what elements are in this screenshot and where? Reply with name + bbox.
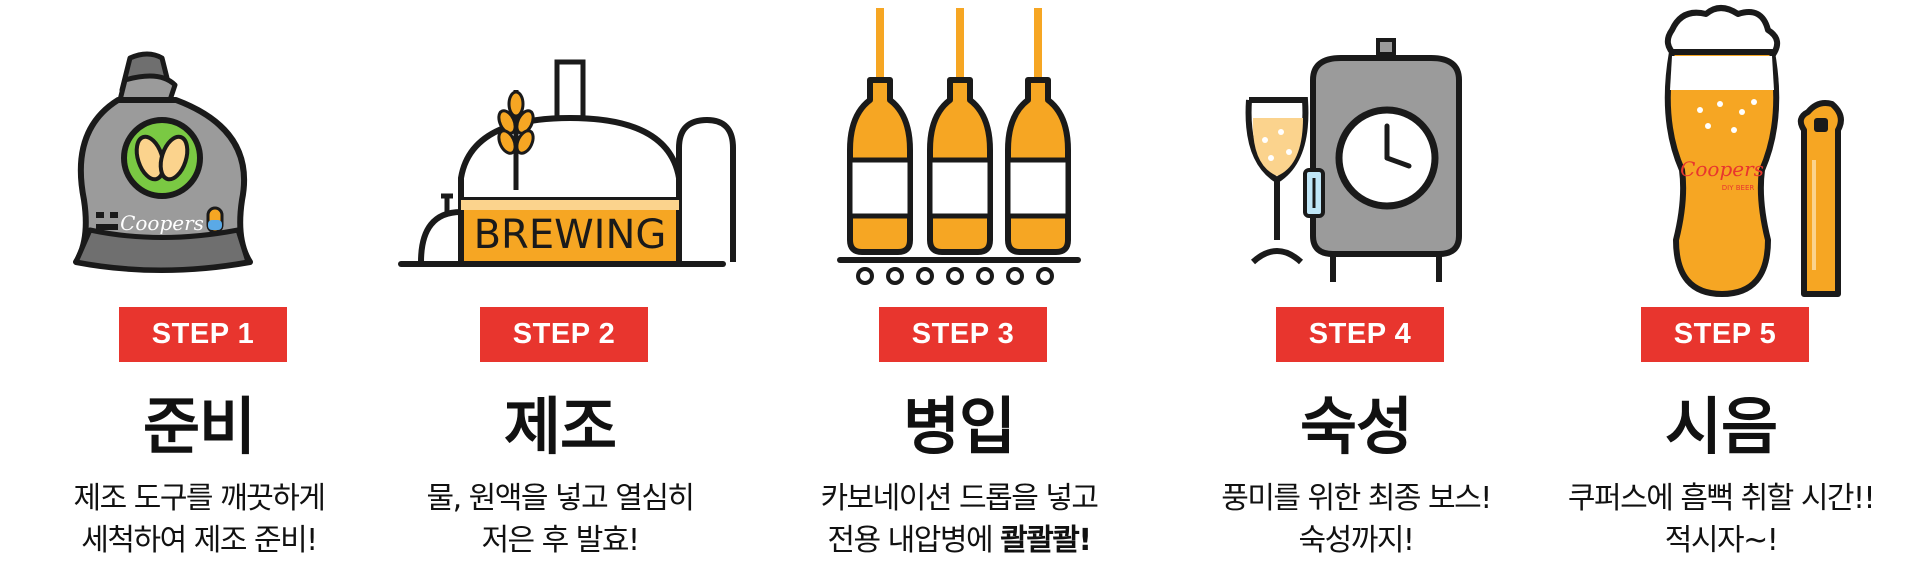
step-badge: STEP 5 <box>1641 307 1809 362</box>
fermenter-clock-icon <box>1157 0 1555 300</box>
description-line-1: 물, 원액을 넣고 열심히 <box>426 481 695 516</box>
step-4: STEP 4 숙성 풍미를 위한 최종 보스! 숙성까지! <box>1157 0 1555 566</box>
description-line-1: 제조 도구를 깨끗하게 <box>73 481 326 516</box>
sack-logo: Coopers <box>120 211 204 235</box>
step-title: 병입 <box>902 390 1016 463</box>
step-title: 제조 <box>503 390 617 463</box>
step-3: STEP 3 병입 카보네이션 드롭을 넣고 전용 내압병에 콸콸콸! <box>760 0 1158 566</box>
glass-logo: Coopers <box>1680 157 1764 181</box>
glass-sub: DIY BEER <box>1722 184 1755 192</box>
step-title: 시음 <box>1664 390 1778 463</box>
step-badge: STEP 3 <box>879 307 1047 362</box>
description-line-2-bold: 콸콸콸! <box>1000 523 1092 558</box>
step-title: 숙성 <box>1299 390 1413 463</box>
description-line-2: 적시자~! <box>1664 523 1779 558</box>
step-description: 풍미를 위한 최종 보스! 숙성까지! <box>1157 478 1555 562</box>
step-description: 물, 원액을 넣고 열심히 저은 후 발효! <box>361 478 759 562</box>
step-title: 준비 <box>142 390 256 463</box>
step-description: 쿠퍼스에 흠뻑 취할 시간!! 적시자~! <box>1522 478 1920 562</box>
grain-sack-icon: Coopers <box>0 0 398 300</box>
step-badge: STEP 1 <box>119 307 287 362</box>
step-2: BREWING STEP 2 제조 물, 원액을 넣고 열심히 저은 후 발효! <box>361 0 759 566</box>
description-line-2: 세척하여 제조 준비! <box>81 523 318 558</box>
description-line-2: 저은 후 발효! <box>481 523 640 558</box>
step-1: Coopers STEP 1 준비 제조 도구를 깨끗하게 세척하여 제조 준비… <box>0 0 398 566</box>
description-line-1: 쿠퍼스에 흠뻑 취할 시간!! <box>1567 481 1876 516</box>
bottle-filling-icon <box>760 0 1158 300</box>
step-description: 제조 도구를 깨끗하게 세척하여 제조 준비! <box>0 478 398 562</box>
step-5: Coopers DIY BEER STEP 5 시음 쿠퍼스에 흠뻑 취할 시간… <box>1522 0 1920 566</box>
step-badge: STEP 2 <box>480 307 648 362</box>
description-line-1: 풍미를 위한 최종 보스! <box>1221 481 1492 516</box>
description-line-2: 숙성까지! <box>1298 523 1415 558</box>
kettle-label: BREWING <box>474 212 667 258</box>
beer-glass-opener-icon: Coopers DIY BEER <box>1522 0 1920 300</box>
step-badge: STEP 4 <box>1276 307 1444 362</box>
description-line-1: 카보네이션 드롭을 넣고 <box>820 481 1099 516</box>
step-description: 카보네이션 드롭을 넣고 전용 내압병에 콸콸콸! <box>760 478 1158 562</box>
description-line-2-prefix: 전용 내압병에 <box>827 523 1001 558</box>
brewing-kettle-icon: BREWING <box>361 0 759 300</box>
description-line-2: 전용 내압병에 콸콸콸! <box>760 520 1158 562</box>
